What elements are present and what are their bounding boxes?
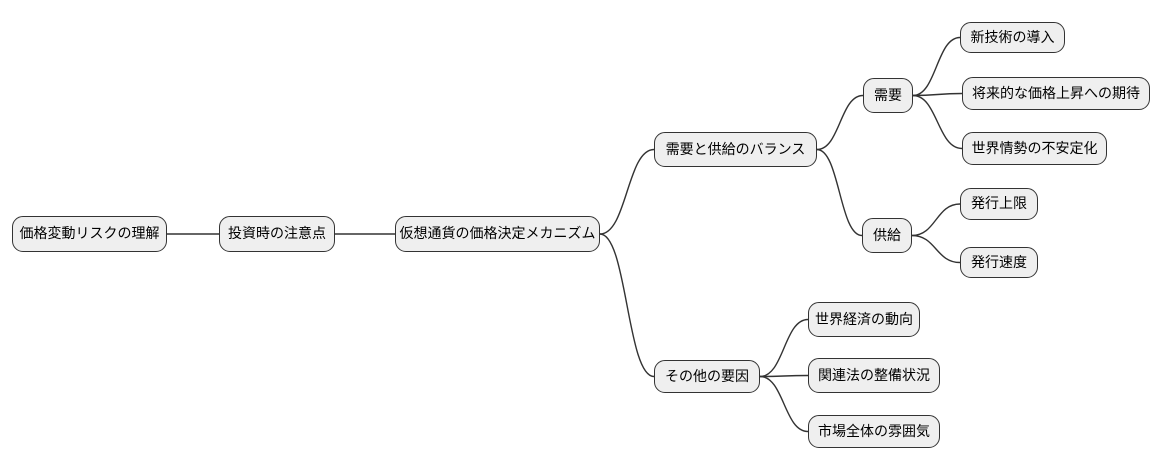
node-price-mechanism: 仮想通貨の価格決定メカニズム [395, 216, 600, 252]
edge-to-supply-demand-balance [599, 148, 655, 235]
edge-to-issuance-speed [911, 234, 961, 264]
edge-to-price-rise-expectation [912, 92, 963, 97]
node-issuance-speed: 発行速度 [960, 247, 1038, 278]
node-investment-points: 投資時の注意点 [219, 216, 335, 252]
node-supply: 供給 [862, 218, 912, 253]
edge-to-market-mood [759, 375, 809, 433]
node-new-tech: 新技術の導入 [960, 22, 1065, 53]
node-demand: 需要 [863, 78, 913, 113]
edge-to-world-economy [759, 318, 809, 378]
node-issuance-cap: 発行上限 [960, 188, 1038, 220]
edge-to-world-instability [912, 94, 963, 150]
node-price-rise-expectation: 将来的な価格上昇への期待 [962, 77, 1150, 110]
node-price-volatility-risk: 価格変動リスクの理解 [12, 216, 167, 252]
node-world-economy: 世界経済の動向 [808, 302, 920, 337]
edge-to-supply [816, 148, 863, 237]
node-supply-demand-balance: 需要と供給のバランス [654, 132, 817, 167]
edge-to-demand [816, 94, 864, 151]
edge-to-legal-framework [759, 374, 809, 378]
node-other-factors: その他の要因 [654, 360, 760, 393]
edge-to-new-tech [912, 36, 961, 97]
edge-to-issuance-cap [911, 203, 961, 237]
node-legal-framework: 関連法の整備状況 [808, 358, 940, 393]
edge-to-other-factors [599, 233, 655, 378]
node-world-instability: 世界情勢の不安定化 [962, 132, 1107, 165]
node-market-mood: 市場全体の雰囲気 [808, 415, 940, 448]
